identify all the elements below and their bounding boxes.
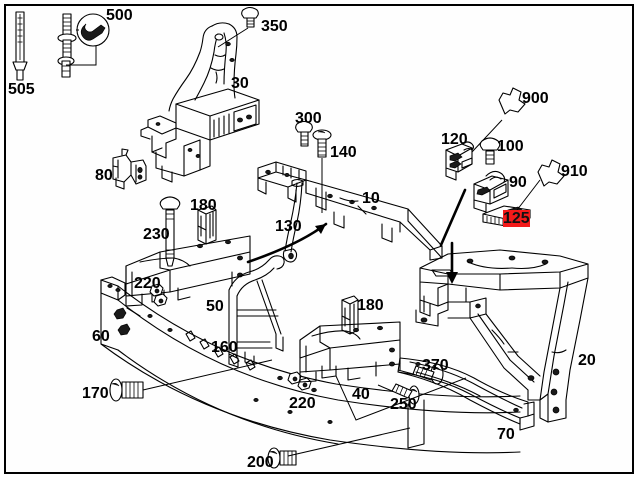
- leader-line-40-to-70: [335, 375, 467, 421]
- part-label-130[interactable]: 130: [275, 218, 302, 235]
- part-label-100[interactable]: 100: [497, 138, 524, 155]
- part-90-hood-latch-catch: [473, 170, 509, 213]
- part-label-300[interactable]: 300: [295, 110, 322, 127]
- part-label-70[interactable]: 70: [497, 426, 515, 443]
- part-label-505[interactable]: 505: [8, 81, 35, 98]
- part-70-lower-support-arm: [397, 357, 535, 431]
- part-140-screw: [312, 129, 332, 213]
- part-label-20[interactable]: 20: [578, 352, 596, 369]
- part-label-230[interactable]: 230: [143, 226, 170, 243]
- part-label-90[interactable]: 90: [509, 174, 527, 191]
- part-label-40[interactable]: 40: [352, 386, 370, 403]
- part-label-250[interactable]: 250: [390, 396, 417, 413]
- part-10-upper-cross-member: [257, 161, 443, 261]
- part-label-900[interactable]: 900: [522, 90, 549, 107]
- part-220-nut-left: [149, 283, 168, 307]
- part-label-10[interactable]: 10: [362, 190, 380, 207]
- part-220-nut-lower: [287, 371, 312, 391]
- part-300-bolt: [295, 120, 313, 147]
- part-label-370[interactable]: 370: [422, 357, 449, 374]
- assembly-direction-arrow-2: [446, 241, 458, 284]
- part-100-bolt: [479, 137, 501, 165]
- part-180-clip-upper: [197, 205, 217, 245]
- part-label-910[interactable]: 910: [561, 163, 588, 180]
- part-350-bolt: [217, 6, 259, 48]
- part-label-220-lower[interactable]: 220: [289, 395, 316, 412]
- marker-910-callout: [513, 159, 565, 215]
- part-130-strut-rod: [282, 178, 304, 263]
- part-label-80[interactable]: 80: [95, 167, 113, 184]
- part-label-180-upper[interactable]: 180: [190, 197, 217, 214]
- part-label-180-lower[interactable]: 180: [357, 297, 384, 314]
- part-80-hinge-bracket: [112, 148, 147, 190]
- part-label-140[interactable]: 140: [330, 144, 357, 161]
- part-160-support-strut: [228, 255, 285, 368]
- part-505-rivet: [12, 11, 28, 81]
- part-label-120[interactable]: 120: [441, 131, 468, 148]
- assembly-direction-arrow-1: [246, 222, 328, 264]
- part-20-right-frame-rail: [415, 249, 589, 423]
- part-170-bolt: [109, 359, 273, 402]
- part-label-170[interactable]: 170: [82, 385, 109, 402]
- part-120-latch-mount: [445, 119, 503, 181]
- part-50-left-mounting-rail: [125, 235, 251, 307]
- part-250-bolt: [377, 383, 420, 405]
- part-label-125-highlight-box: 125: [503, 210, 530, 227]
- part-40-right-mounting-rail: [299, 321, 401, 383]
- assembly-direction-line-2: [439, 188, 467, 247]
- part-label-160[interactable]: 160: [211, 339, 238, 356]
- part-label-500[interactable]: 500: [106, 7, 133, 24]
- part-label-125-highlighted[interactable]: 125: [503, 210, 530, 227]
- part-label-30[interactable]: 30: [231, 75, 249, 92]
- part-label-200[interactable]: 200: [247, 454, 274, 471]
- part-500-screw-set: [57, 13, 110, 78]
- part-label-50[interactable]: 50: [206, 298, 224, 315]
- part-label-220-left[interactable]: 220: [134, 275, 161, 292]
- part-label-60[interactable]: 60: [92, 328, 110, 345]
- part-200-bolt: [267, 427, 411, 469]
- part-30-headlamp-support-bracket: [140, 22, 260, 183]
- part-label-350[interactable]: 350: [261, 18, 288, 35]
- part-60-bumper-reinforcement-beam: [100, 276, 521, 454]
- marker-900-callout: [498, 87, 526, 115]
